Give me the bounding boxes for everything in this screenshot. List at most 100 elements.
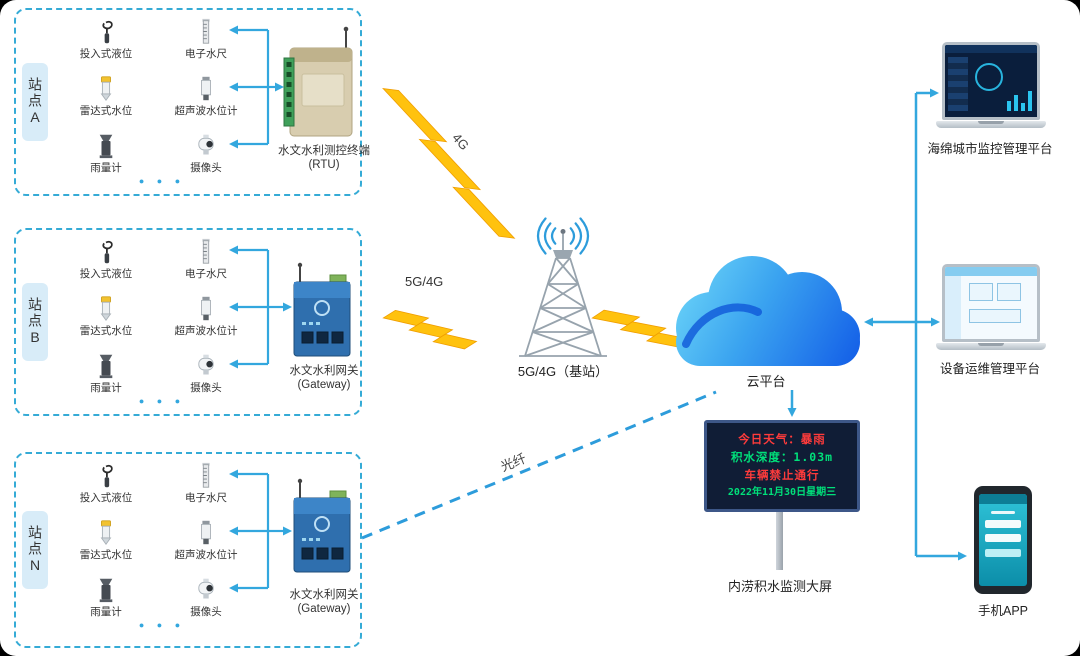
sensor-level: 投入式液位 [56,238,156,281]
link-label-5g4g: 5G/4G [405,274,444,289]
monitoring-platform-laptop [936,42,1046,128]
ops-platform-laptop [936,264,1046,350]
config-screen [942,264,1040,342]
lightning-bolt-5g4g [382,309,478,350]
dashboard-sidepanel [948,57,968,111]
water-ruler-icon [193,238,219,265]
level-sensor-icon [93,238,119,265]
station-b-box: 站点B 投入式液位 电子水尺 雷达式水位 超声波水位计 雨量计 摄像头 ● ● … [14,228,362,416]
config-wide-panel [969,309,1021,323]
ultrasonic-level-icon [193,295,219,322]
sensor-label: 雨量计 [90,162,122,174]
endpoint-label-ops-platform: 设备运维管理平台 [939,362,1040,376]
lightning-bolt-4g [382,88,516,239]
station-a-box: 站点A 投入式液位 电子水尺 雷达式水位 超声波水位计 雨量计 摄像头 ● ● … [14,8,370,196]
radar-level-icon [93,295,119,322]
phone-input-field [985,520,1021,528]
station-n-box: 站点N 投入式液位 电子水尺 雷达式水位 超声波水位计 雨量计 摄像头 ● ● … [14,452,362,648]
gateway-device-label: 水文水利网关 (Gateway) [266,588,382,616]
sensor-label: 超声波水位计 [174,549,238,561]
camera-icon [193,352,219,379]
sensor-label: 摄像头 [190,162,222,174]
station-n-tab: 站点N [22,511,48,589]
sensor-rain: 雨量计 [56,132,156,175]
cloud-platform-label: 云平台 [746,374,786,389]
device-model: (RTU) [308,159,340,171]
sensor-ruler: 电子水尺 [156,238,256,281]
led-line-depth: 积水深度：1.03m [730,450,834,464]
sensor-camera: 摄像头 [156,352,256,395]
level-sensor-icon [93,462,119,489]
dashboard-map-ring [975,63,1003,91]
dashboard-screen [942,42,1040,120]
sensor-rain: 雨量计 [56,352,156,395]
rtu-device-label: 水文水利测控终端 (RTU) [266,144,382,172]
more-sensors-dots: ● ● ● [138,176,186,186]
laptop-base [936,343,1046,350]
base-station-label: 5G/4G（基站） [517,364,609,379]
phone-login-button [985,549,1021,557]
laptop-base [936,121,1046,128]
more-sensors-dots: ● ● ● [138,620,186,630]
sensor-camera: 摄像头 [156,132,256,175]
config-header [945,267,1037,276]
device-name: 水文水利测控终端 [278,145,370,157]
endpoint-label-city-platform: 海绵城市监控管理平台 [927,142,1053,156]
sensor-ultrasonic: 超声波水位计 [156,295,256,338]
cloud-to-endpoints-arrows [864,88,967,561]
ultrasonic-level-icon [193,75,219,102]
config-sidebar [945,276,961,339]
led-line-traffic: 车辆禁止通行 [744,468,820,482]
rain-gauge-icon [93,132,119,159]
water-ruler-icon [193,18,219,45]
radar-level-icon [93,519,119,546]
config-card [969,283,993,301]
rain-gauge-icon [93,576,119,603]
more-sensors-dots: ● ● ● [138,396,186,406]
phone-screen [979,494,1027,586]
led-line-date: 2022年11月30日星期三 [727,487,837,498]
phone-input-field [985,534,1021,542]
sensor-ruler: 电子水尺 [156,462,256,505]
sensor-radar: 雷达式水位 [56,75,156,118]
sensor-label: 超声波水位计 [174,325,238,337]
station-b-connectors [229,245,292,369]
device-name: 水文水利网关 [289,589,359,601]
config-card [997,283,1021,301]
device-model: (Gateway) [297,379,351,391]
mobile-app-phone [974,486,1032,594]
sensor-label: 雨量计 [90,382,122,394]
station-a-tab: 站点A [22,63,48,141]
sensor-ruler: 电子水尺 [156,18,256,61]
fiber-line [361,390,717,540]
sensor-ultrasonic: 超声波水位计 [156,519,256,562]
camera-icon [193,576,219,603]
sensor-label: 投入式液位 [79,48,133,60]
device-model: (Gateway) [297,603,351,615]
station-a-tab-label: 站点A [27,77,43,127]
gateway-device-label: 水文水利网关 (Gateway) [266,364,382,392]
sensor-label: 雷达式水位 [79,549,133,561]
station-a-sensors: 投入式液位 电子水尺 雷达式水位 超声波水位计 雨量计 摄像头 [56,18,256,175]
cloud-icon [676,256,860,366]
phone-app-header [979,494,1027,504]
dashboard-topbar [945,45,1037,53]
cloud-to-led-arrow [787,390,797,417]
sensor-label: 摄像头 [190,606,222,618]
sensor-level: 投入式液位 [56,462,156,505]
phone-app-title-bar [991,511,1015,514]
radar-level-icon [93,75,119,102]
sensor-label: 电子水尺 [185,492,227,504]
station-a-connectors [229,25,284,149]
cell-tower-icon [519,229,607,357]
device-name: 水文水利网关 [289,365,359,377]
rtu-device-icon [283,26,353,137]
sensor-label: 电子水尺 [185,268,227,280]
led-board-pole [776,508,783,570]
sensor-ultrasonic: 超声波水位计 [156,75,256,118]
led-line-weather: 今日天气：暴雨 [738,432,826,446]
station-n-tab-label: 站点N [27,525,43,575]
sensor-rain: 雨量计 [56,576,156,619]
sensor-camera: 摄像头 [156,576,256,619]
